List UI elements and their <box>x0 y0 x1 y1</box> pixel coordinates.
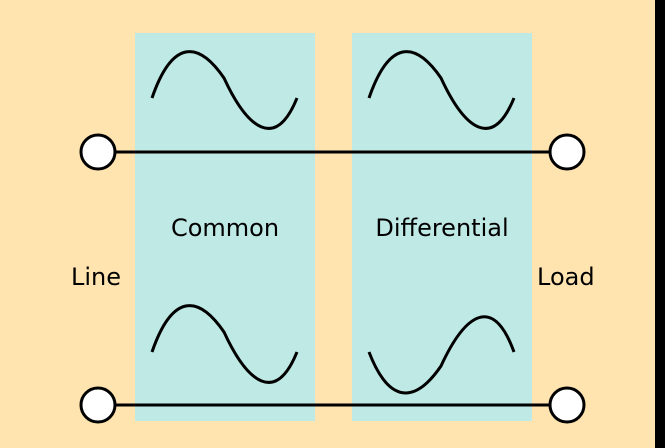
load-label: Load <box>537 263 595 291</box>
common-mode-band <box>135 33 315 421</box>
load-bottom-terminal <box>548 386 586 424</box>
common-mode-label: Common <box>170 214 280 242</box>
common-top-wave <box>150 50 299 130</box>
differential-mode-label: Differential <box>375 214 509 242</box>
differential-bottom-wave <box>367 315 516 395</box>
common-bottom-wave <box>150 304 299 384</box>
differential-top-wave <box>367 50 516 130</box>
load-top-terminal <box>548 133 586 171</box>
line-bottom-terminal <box>79 386 117 424</box>
line-top-terminal <box>79 133 117 171</box>
differential-mode-band <box>352 33 532 421</box>
line-label: Line <box>71 263 122 291</box>
